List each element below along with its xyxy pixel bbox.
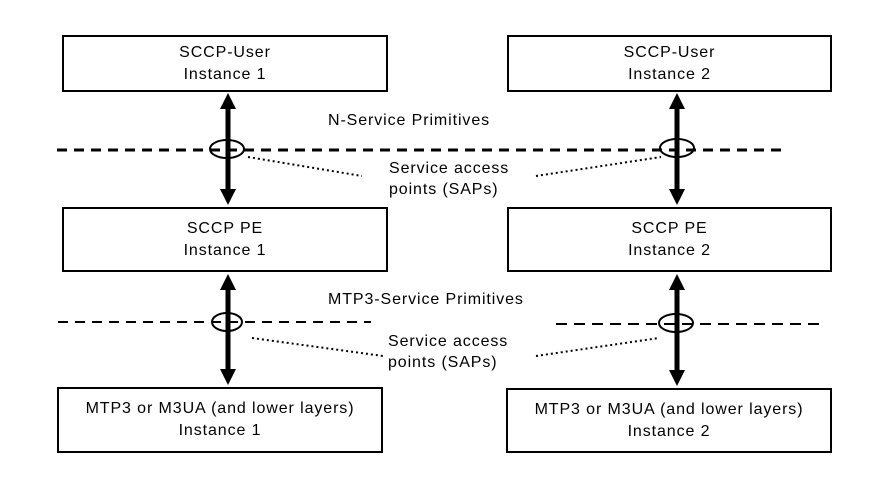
box-instance: Instance 2 [628,241,711,259]
label-service-access-points-top: Service access points (SAPs) [389,158,509,200]
box-instance: Instance 2 [627,422,711,440]
box-instance: Instance 1 [178,422,262,439]
arrow-sccp-user-2-sccp-pe-2 [669,93,685,205]
box-title: MTP3 or M3UA (and lower layers) [534,400,804,418]
box-instance: Instance 1 [183,241,267,259]
label-service-access-points-bottom-line2: points (SAPs) [388,354,498,371]
sap-ellipse-mtp3-instance-2 [658,313,694,333]
sap-ellipse-mtp3-instance-1 [211,312,243,332]
box-title: SCCP PE [631,219,708,237]
arrow-sccp-pe-1-mtp3-1 [220,274,236,385]
arrow-sccp-pe-2-mtp3-2 [669,274,685,386]
box-title: SCCP-User [179,43,271,61]
sap-leader-line-top-right [535,156,662,177]
sap-leader-line-top-left [247,156,363,177]
box-instance: Instance 1 [183,65,267,83]
label-service-access-points-bottom-line1: Service access [388,333,509,350]
box-title: SCCP PE [186,219,264,237]
box-sccp-user-instance-2: SCCP-User Instance 2 [507,35,832,92]
box-instance: Instance 2 [628,65,711,83]
sap-leader-line-bottom-right [535,337,660,357]
label-service-access-points-top-line1: Service access [389,160,510,177]
box-sccp-pe-instance-1: SCCP PE Instance 1 [62,207,388,272]
label-n-service-primitives: N-Service Primitives [328,112,491,129]
label-service-access-points-bottom: Service access points (SAPs) [388,331,508,373]
sap-leader-line-bottom-left [251,337,384,357]
label-service-access-points-top-line2: points (SAPs) [389,181,499,198]
box-mtp3-m3ua-instance-2: MTP3 or M3UA (and lower layers) Instance… [506,388,832,453]
box-title: MTP3 or M3UA (and lower layers) [85,400,355,417]
box-sccp-user-instance-1: SCCP-User Instance 1 [62,35,388,92]
box-title: SCCP-User [623,43,716,61]
label-mtp3-service-primitives: MTP3-Service Primitives [328,291,524,308]
box-mtp3-m3ua-instance-1: MTP3 or M3UA (and lower layers) Instance… [57,387,383,453]
box-sccp-pe-instance-2: SCCP PE Instance 2 [507,207,832,272]
sap-ellipse-n-instance-1 [209,139,245,159]
sap-ellipse-n-instance-2 [659,138,695,158]
arrow-sccp-user-1-sccp-pe-1 [220,93,236,205]
